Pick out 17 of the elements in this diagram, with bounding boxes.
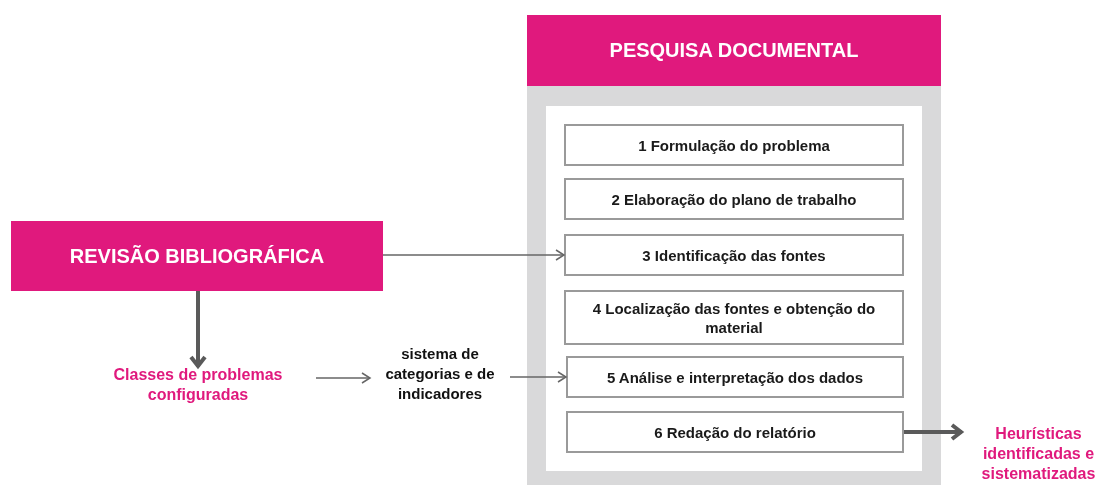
title-box: REVISÃO BIBLIOGRÁFICA <box>11 221 383 291</box>
outcome-text: Heurísticas identificadas e sistematizadas <box>962 424 1115 484</box>
arrow <box>904 423 963 441</box>
arrow <box>382 249 565 261</box>
annotation-text: sistema de categorias e de indicadores <box>370 344 510 406</box>
arrow <box>189 291 207 368</box>
arrow <box>509 371 567 383</box>
step-box: 1 Formulação do problema <box>564 124 904 166</box>
outcome-text: Classes de problemas configuradas <box>80 365 316 407</box>
step-box: 3 Identificação das fontes <box>564 234 904 276</box>
section-title: PESQUISA DOCUMENTAL <box>609 38 859 62</box>
step-box: 6 Redação do relatório <box>566 411 904 453</box>
step-box: 4 Localização das fontes e obtenção do material <box>564 290 904 345</box>
step-box: 5 Análise e interpretação dos dados <box>566 356 904 398</box>
arrow <box>315 372 371 384</box>
section-panel <box>527 15 941 485</box>
step-box: 2 Elaboração do plano de trabalho <box>564 178 904 220</box>
